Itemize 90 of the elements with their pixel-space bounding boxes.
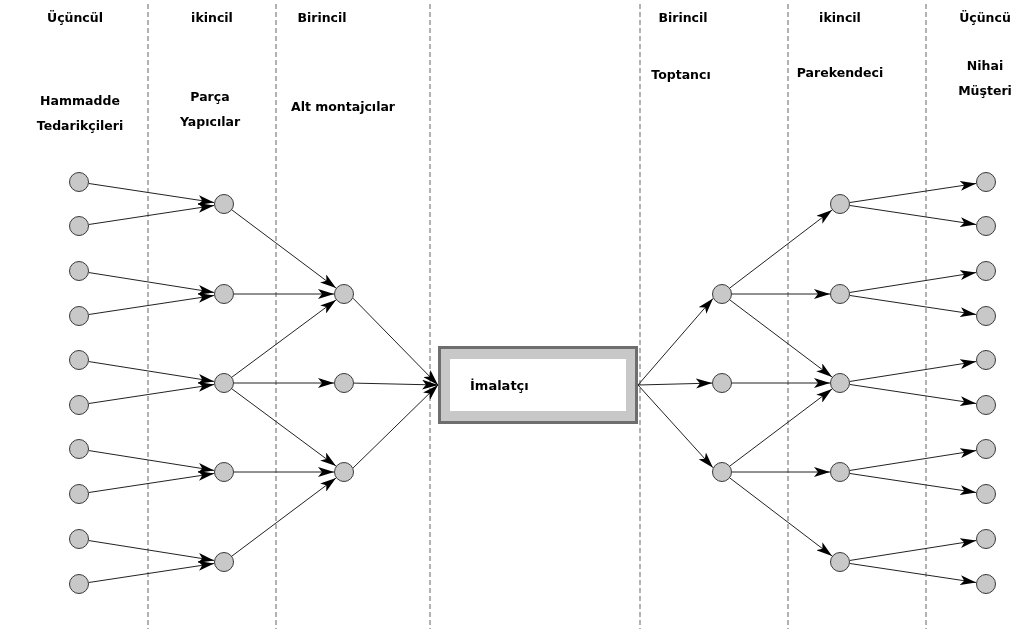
arrow [849,295,977,318]
arrow [233,467,335,477]
arrow [231,388,337,467]
node-circle [214,373,234,393]
arrow [729,477,833,557]
arrow [731,289,831,299]
node-circle [69,306,89,326]
arrow [849,384,977,407]
tier-heading: ikincil [818,9,862,27]
column-label: Alt montajcılar [289,98,397,116]
arrow [352,384,439,469]
arrow [88,361,215,384]
arrow [88,540,215,563]
arrow [849,538,977,561]
node-circle [830,284,850,304]
arrow [849,270,977,293]
node-circle [712,462,732,482]
node-circle [69,395,89,415]
node-circle [334,284,354,304]
tier-heading: Üçüncü [958,9,1012,27]
arrow [88,450,215,473]
arrow [353,379,439,390]
arrow [729,299,833,378]
node-circle [69,439,89,459]
node-circle [976,395,996,415]
arrow [233,378,335,388]
arrow [849,180,977,203]
arrow [849,359,977,382]
node-circle [69,529,89,549]
node-circle [976,216,996,236]
arrow [849,473,977,496]
arrow [88,292,215,315]
arrow [731,378,831,388]
node-circle [830,194,850,214]
arrow [849,205,977,228]
tier-heading: ikincil [190,9,234,27]
node-circle [976,439,996,459]
column-label: Parekendeci [795,64,885,82]
node-circle [69,484,89,504]
arrow [88,560,215,583]
tier-heading: Birincil [657,9,709,27]
arrow [637,384,714,469]
node-circle [830,462,850,482]
node-circle [69,574,89,594]
node-circle [712,284,732,304]
node-circle [976,172,996,192]
node-circle [976,529,996,549]
arrow [849,448,977,471]
node-circle [334,462,354,482]
arrow [88,183,215,206]
arrow [352,297,439,386]
node-circle [976,261,996,281]
node-circle [69,350,89,370]
arrow [233,289,335,299]
tier-heading: Üçüncül [46,9,104,27]
arrow [637,297,714,386]
arrow [88,272,215,295]
node-circle [69,172,89,192]
node-circle [214,194,234,214]
node-circle [214,284,234,304]
arrow [637,378,713,389]
arrow [88,202,215,225]
node-circle [69,216,89,236]
arrow [729,209,833,289]
column-label: Toptancı [650,66,712,84]
arrow [88,381,215,404]
column-label: Nihai Müşteri [957,57,1013,100]
node-circle [976,350,996,370]
node-label: İmalatçı [450,359,626,411]
tier-heading: Birincil [296,9,348,27]
node-circle [976,574,996,594]
node-circle [976,484,996,504]
node-circle [334,373,354,393]
node-circle [976,306,996,326]
node-circle [69,261,89,281]
node-circle [214,462,234,482]
node-circle [214,552,234,572]
node-circle [830,552,850,572]
arrow [849,563,977,586]
arrow [231,209,337,289]
node-circle [830,373,850,393]
arrow [88,470,215,493]
arrow [729,388,833,467]
node-circle [712,373,732,393]
column-label: Parça Yapıcılar [178,88,242,131]
column-label: Hammadde Tedarikçileri [35,92,125,135]
arrow [231,299,337,378]
manufacturer-box [438,346,638,424]
arrow [231,477,337,557]
arrow [731,467,831,477]
